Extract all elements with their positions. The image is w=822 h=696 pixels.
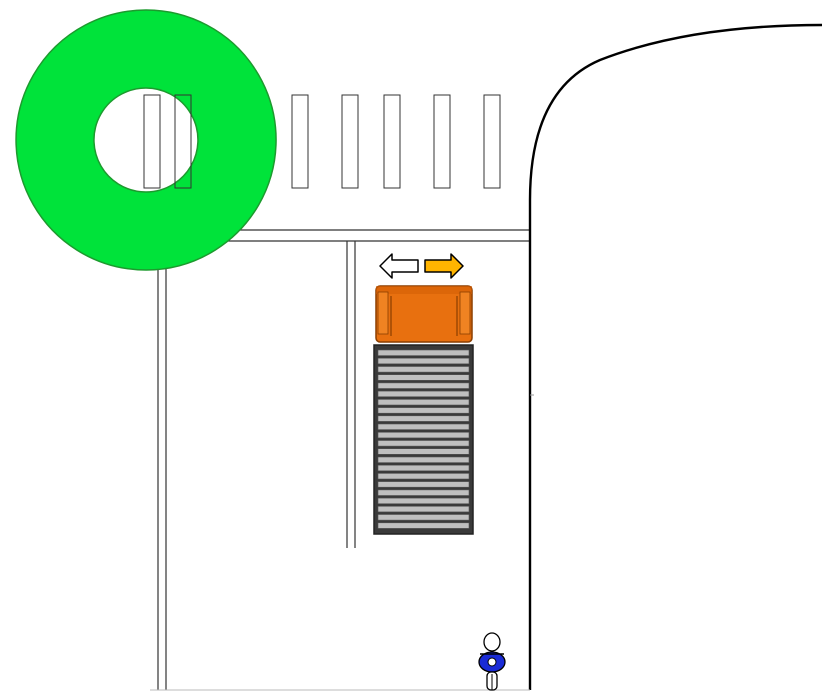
crosswalk-stripe bbox=[483, 94, 501, 189]
trailer-slat bbox=[377, 440, 470, 447]
lane-divider bbox=[346, 241, 356, 548]
trailer-slat bbox=[377, 423, 470, 430]
trailer-slat bbox=[377, 407, 470, 414]
signal-ring bbox=[15, 9, 277, 271]
trailer-slat bbox=[377, 464, 470, 472]
trailer-slat bbox=[377, 415, 470, 422]
trailer-slat bbox=[377, 431, 470, 439]
truck-cab bbox=[375, 285, 473, 343]
crosswalk-stripe bbox=[383, 94, 401, 189]
trailer-slat bbox=[377, 357, 470, 365]
road-edge-left bbox=[157, 260, 167, 690]
trailer-slat bbox=[377, 349, 470, 356]
crosswalk-stripe bbox=[291, 94, 309, 189]
trailer-slat bbox=[377, 481, 470, 488]
cyclist-icon bbox=[478, 632, 506, 691]
trailer-slat bbox=[377, 399, 470, 406]
trailer-slat bbox=[377, 456, 470, 463]
trailer-slat bbox=[377, 514, 470, 521]
trailer-slat bbox=[377, 522, 470, 529]
crosswalk-stripe bbox=[433, 94, 451, 189]
trailer-slat bbox=[377, 366, 470, 373]
signal-ring-shape bbox=[15, 9, 277, 271]
arrow-left-outline-icon bbox=[379, 253, 419, 279]
crosswalk-stripe bbox=[143, 94, 161, 189]
trailer-slat bbox=[377, 505, 470, 513]
trailer-slat bbox=[377, 374, 470, 381]
truck-trailer bbox=[373, 344, 474, 535]
trailer-slat bbox=[377, 489, 470, 496]
crosswalk-stripe bbox=[341, 94, 359, 189]
trailer-slat bbox=[377, 390, 470, 398]
trailer-slat bbox=[377, 448, 470, 455]
trailer-slat bbox=[377, 497, 470, 505]
arrow-right-filled-icon bbox=[424, 253, 464, 279]
trailer-slat bbox=[377, 473, 470, 480]
curb-edge bbox=[528, 23, 822, 690]
trailer-slat bbox=[377, 382, 470, 389]
crosswalk-in-ring bbox=[143, 94, 192, 189]
